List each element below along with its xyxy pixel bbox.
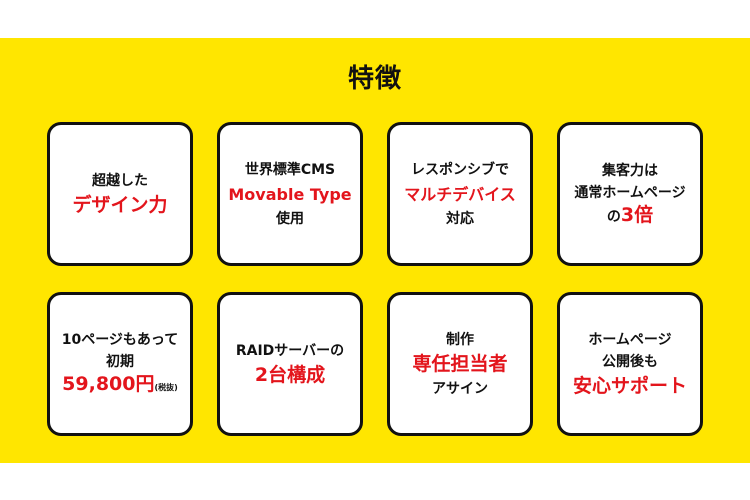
feature-card-traffic: 集客力は 通常ホームページ の3倍 — [557, 122, 703, 266]
section-title: 特徴 — [347, 64, 402, 94]
feature-card-cms: 世界標準CMS Movable Type 使用 — [217, 122, 363, 266]
card-highlight: 59,800円 — [62, 373, 155, 395]
card-highlight: 3倍 — [620, 204, 654, 226]
card-text: レスポンシブで — [411, 161, 509, 178]
card-text: 超越した — [92, 172, 148, 189]
price-line: 59,800円(税抜) — [62, 373, 178, 399]
card-highlight: Movable Type — [228, 184, 352, 204]
card-text: ホームページ — [588, 331, 672, 348]
card-text: 初期 — [106, 354, 134, 370]
card-text: 集客力は — [602, 163, 658, 179]
card-text-prefix: の — [606, 209, 621, 225]
card-text: 対応 — [446, 210, 474, 227]
card-text: RAIDサーバーの — [235, 342, 345, 359]
card-highlight: マルチデバイス — [404, 184, 516, 204]
tax-note: (税抜) — [154, 383, 178, 392]
card-highlight: 2台構成 — [254, 363, 326, 386]
card-text: アサイン — [432, 380, 488, 397]
card-text: 制作 — [446, 331, 474, 348]
card-text-with-highlight: の3倍 — [607, 204, 653, 228]
feature-card-responsive: レスポンシブで マルチデバイス 対応 — [387, 122, 533, 266]
feature-card-server: RAIDサーバーの 2台構成 — [217, 292, 363, 436]
feature-card-design: 超越した デザイン力 — [47, 122, 193, 266]
feature-card-price: 10ページもあって 初期 59,800円(税抜) — [47, 292, 193, 436]
feature-grid: 超越した デザイン力 世界標準CMS Movable Type 使用 レスポンシ… — [47, 122, 703, 436]
card-text: 通常ホームページ — [574, 185, 686, 201]
card-highlight: 安心サポート — [572, 374, 687, 397]
card-highlight: 専任担当者 — [412, 352, 508, 375]
card-text: 10ページもあって — [61, 332, 179, 348]
card-text: 世界標準CMS — [244, 161, 336, 178]
card-text: 公開後も — [602, 353, 658, 370]
card-highlight: デザイン力 — [72, 193, 168, 216]
feature-card-staff: 制作 専任担当者 アサイン — [387, 292, 533, 436]
feature-card-support: ホームページ 公開後も 安心サポート — [557, 292, 703, 436]
card-text: 使用 — [276, 210, 304, 227]
